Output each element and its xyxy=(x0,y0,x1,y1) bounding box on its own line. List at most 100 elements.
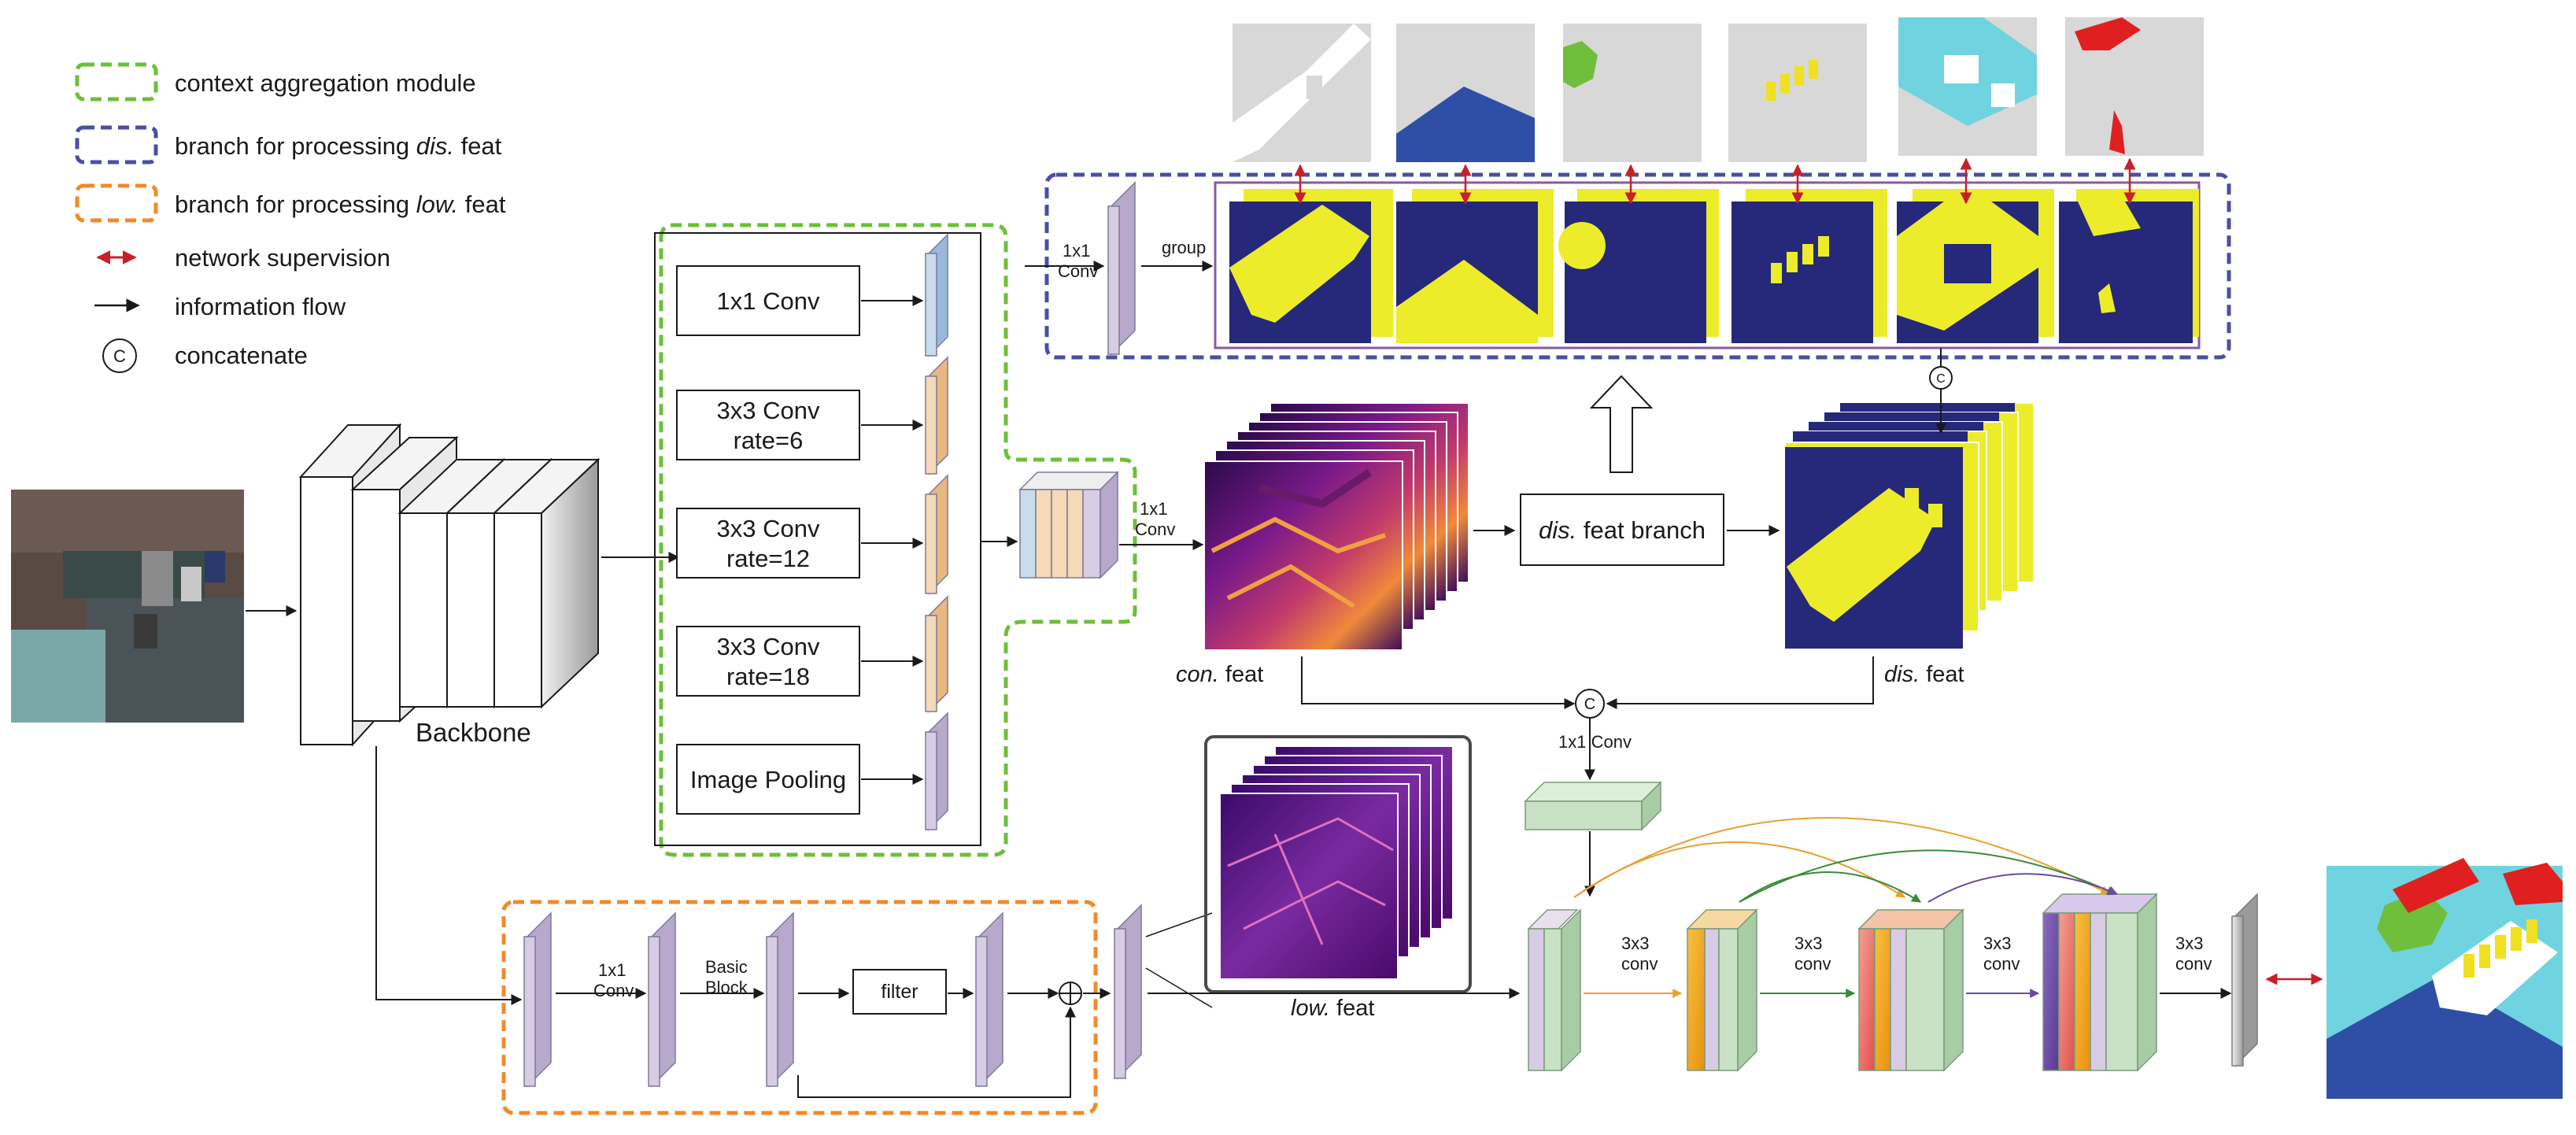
hollow-up-arrow xyxy=(1589,375,1654,473)
concat-symbol-top-letter: C xyxy=(1936,372,1946,386)
aspp-op-rate6-l2: rate=6 xyxy=(734,427,804,454)
low-feat-label: low. feat xyxy=(1291,996,1374,1021)
dense-skip-arcs xyxy=(1573,817,2119,903)
dec-conv-3-l1: 3x3 xyxy=(1983,934,2011,953)
group-map-5 xyxy=(1897,189,2054,343)
flow-lowslab-to-heat-a xyxy=(1145,912,1213,937)
dec-conv-4-l1: 3x3 xyxy=(2175,934,2203,953)
gt-map-6 xyxy=(2065,17,2204,156)
decoder-stack-1 xyxy=(1527,908,1581,1072)
legend-concat-symbol xyxy=(102,338,137,373)
legend-label-low: branch for processing low. feat xyxy=(175,190,506,218)
low-branch-region xyxy=(501,900,1098,1115)
gt-map-4 xyxy=(1728,24,1867,162)
context-aggregation-region xyxy=(659,223,1137,857)
dis-branch-input-slab xyxy=(1107,181,1136,356)
group-map-2 xyxy=(1396,189,1554,343)
dis-feat-branch-box xyxy=(1520,494,1724,566)
low-conv1x1-l1: 1x1 xyxy=(598,960,626,980)
conv1x1-label-a1: 1x1 xyxy=(1140,499,1167,519)
aspp-op-pooling-text: Image Pooling xyxy=(690,766,846,793)
low-feat-frame xyxy=(1204,735,1472,993)
con-feat-stack xyxy=(1203,402,1469,651)
dec-conv-1-l1: 3x3 xyxy=(1621,934,1649,953)
aspp-op-rate12-l1: 3x3 Conv xyxy=(717,515,820,542)
flow-dis-down xyxy=(1606,656,1874,709)
aspp-op-pooling xyxy=(676,744,860,815)
basic-block-l1: Basic xyxy=(705,957,748,977)
low-feat-stack xyxy=(1219,745,1454,980)
legend-label-context: context aggregation module xyxy=(175,69,476,97)
aspp-op-rate18-l1: 3x3 Conv xyxy=(717,633,820,660)
legend-label-flow: information flow xyxy=(175,293,346,320)
aspp-op-rate12-l2: rate=12 xyxy=(726,545,810,572)
dec-conv-3-l2: conv xyxy=(1983,954,2020,974)
group-map-1 xyxy=(1229,189,1393,343)
conv1x1-label-b2: Conv xyxy=(1058,261,1098,281)
aspp-inner-panel xyxy=(654,232,981,846)
aspp-op-rate6 xyxy=(676,390,860,460)
gt-map-2 xyxy=(1396,24,1535,162)
aspp-slab-fronts xyxy=(925,253,937,830)
legend-green-dash-swatch xyxy=(75,62,158,102)
filter-box xyxy=(852,969,947,1015)
legend-label-concat: concatenate xyxy=(175,342,308,369)
low-slab-3 xyxy=(766,911,794,1088)
aspp-op-1x1-text: 1x1 Conv xyxy=(717,287,820,315)
legend-blue-dash-swatch xyxy=(75,125,158,165)
skip-connection xyxy=(797,1006,1076,1098)
aspp-op-1x1 xyxy=(676,265,860,336)
flow-lowslab-to-heat-b xyxy=(1145,967,1213,1008)
dis-feat-label: dis. feat xyxy=(1884,662,1964,687)
backbone-block xyxy=(298,423,601,747)
conv1x1-label-b1: 1x1 xyxy=(1063,241,1090,261)
gt-map-5 xyxy=(1898,17,2037,156)
con-feat-label: con. feat xyxy=(1176,662,1263,687)
decoder-stack-3 xyxy=(1857,908,1964,1072)
supervision-arrows-top xyxy=(1294,157,2136,205)
input-aerial-image xyxy=(11,490,244,723)
low-out-slab xyxy=(1114,904,1142,1080)
legend: context aggregation module branch for pr… xyxy=(75,62,506,373)
aspp-ops: 1x1 Conv 3x3 Conv rate=6 3x3 Conv rate=1… xyxy=(676,265,860,815)
aspp-concat-stack xyxy=(1018,471,1119,579)
group-label: group xyxy=(1162,238,1206,257)
aspp-arrows xyxy=(861,295,1018,785)
aspp-op-rate12 xyxy=(676,508,860,579)
conv1x1-concat-label: 1x1 Conv xyxy=(1558,732,1632,752)
legend-label-supervision: network supervision xyxy=(175,244,390,272)
dec-conv-2-l2: conv xyxy=(1794,954,1831,974)
flow-con-down xyxy=(1301,656,1576,709)
basic-block-l2: Block xyxy=(705,978,748,997)
decoder-stack-4 xyxy=(2042,893,2158,1072)
low-slab-2 xyxy=(648,911,676,1088)
group-map-3 xyxy=(1558,189,1719,343)
aspp-op-rate18 xyxy=(676,626,860,697)
dis-feat-stack xyxy=(1784,402,2035,649)
legend-label-dis: branch for processing dis. feat xyxy=(175,132,502,160)
legend-orange-dash-swatch xyxy=(75,183,158,223)
dec-conv-1-l2: conv xyxy=(1621,954,1658,974)
dec-conv-2-l1: 3x3 xyxy=(1794,934,1822,953)
aspp-op-rate18-l2: rate=18 xyxy=(726,663,810,690)
output-segmentation-map xyxy=(2327,858,2563,1099)
decoder-stack-2 xyxy=(1686,908,1758,1072)
fused-green-slab xyxy=(1524,781,1662,831)
dec-conv-4-l2: conv xyxy=(2175,954,2212,974)
aspp-op-rate6-l1: 3x3 Conv xyxy=(717,397,820,424)
low-slab-4 xyxy=(975,911,1003,1088)
decoder-output-slab xyxy=(2231,893,2258,1067)
conv1x1-label-a2: Conv xyxy=(1135,519,1175,539)
concat-symbol-mid-letter: C xyxy=(1584,696,1595,713)
gt-map-3 xyxy=(1563,24,1702,162)
group-map-4 xyxy=(1732,189,1887,343)
low-slab-1 xyxy=(523,911,552,1088)
group-map-6 xyxy=(2059,189,2199,343)
legend-concat-letter: C xyxy=(113,346,126,366)
flow-backbone-to-low xyxy=(375,746,523,1005)
dis-feat-branch-label: dis. feat branch xyxy=(1539,516,1706,544)
filter-label: filter xyxy=(881,981,918,1003)
backbone-label: Backbone xyxy=(416,718,531,747)
low-conv1x1-l2: Conv xyxy=(593,981,634,1000)
